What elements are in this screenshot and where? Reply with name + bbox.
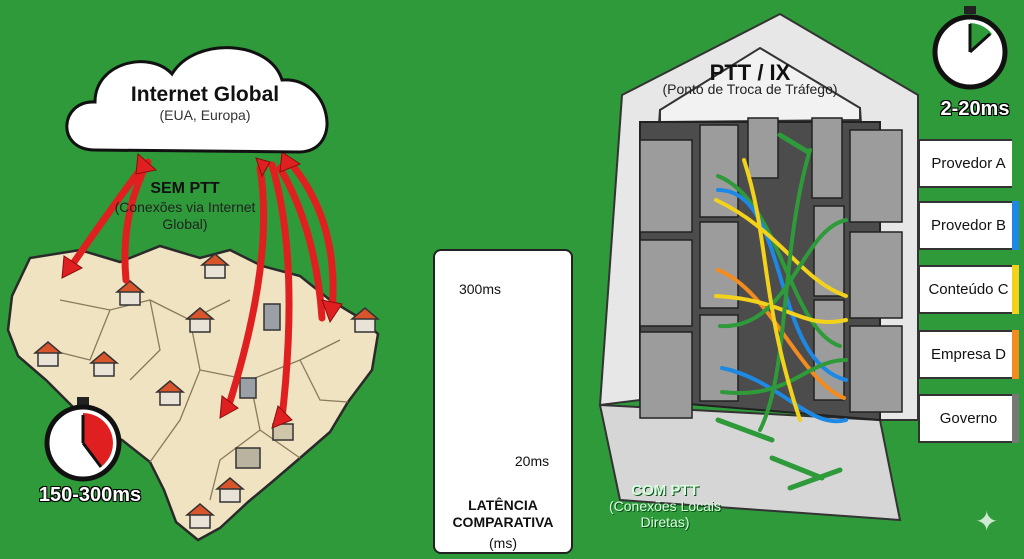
server-rack-icon	[849, 231, 903, 319]
latency-chart-unit: (ms)	[489, 535, 517, 551]
server-rack-icon	[639, 139, 693, 233]
participant-empresa-d: Empresa D	[918, 330, 1019, 379]
building-icon	[263, 303, 281, 331]
participant-swatch	[1012, 201, 1019, 250]
sem-ptt-title: SEM PTT	[150, 180, 220, 197]
house-icon	[184, 503, 216, 529]
sparkle-icon: ✦	[975, 506, 999, 537]
participant-conteudo-c: Conteúdo C	[918, 265, 1019, 314]
house-icon	[114, 280, 146, 306]
building-icon	[239, 377, 257, 399]
house-icons	[32, 253, 381, 529]
server-rack-icon	[811, 117, 843, 199]
participant-swatch	[1012, 139, 1019, 188]
participant-swatch	[1012, 330, 1019, 379]
local-link-arrows	[715, 132, 843, 491]
building-icon	[235, 447, 261, 469]
sem-ptt-subtitle: (Conexões via Internet Global)	[114, 199, 256, 232]
participant-provedor-b: Provedor B	[918, 201, 1019, 250]
house-icon	[199, 253, 231, 279]
house-icon	[214, 477, 246, 503]
participant-label: Provedor B	[930, 217, 1007, 234]
house-icon	[32, 341, 64, 367]
participant-governo: Governo	[918, 394, 1019, 443]
server-rack-icon	[849, 129, 903, 223]
interconnect-cables	[714, 148, 848, 432]
server-rack-icon	[747, 117, 779, 179]
participant-label: Provedor A	[931, 155, 1006, 172]
server-rack-icon	[699, 314, 739, 402]
participant-label: Governo	[939, 410, 998, 427]
participant-label: Conteúdo C	[928, 281, 1009, 298]
server-rack-icon	[639, 239, 693, 327]
bar-label-sem-ptt: 300ms	[458, 281, 502, 297]
house-icon	[88, 351, 120, 377]
house-icon	[154, 380, 186, 406]
internet-route-arrows	[66, 156, 337, 422]
server-rack-icon	[813, 299, 845, 401]
stopwatch-icon	[44, 397, 122, 482]
com-ptt-subtitle: (Conexões Locais Diretas)	[608, 498, 722, 530]
server-rack-icon	[639, 331, 693, 419]
ptt-subtitle: (Ponto de Troca de Tráfego)	[662, 81, 838, 97]
participant-provedor-a: Provedor A	[918, 139, 1019, 188]
arrowheads	[61, 151, 343, 429]
participant-label: Empresa D	[930, 346, 1007, 363]
ptt-title: PTT / IX	[709, 60, 791, 85]
house-icon	[184, 307, 216, 333]
cloud-title: Internet Global	[130, 83, 280, 106]
left-latency-label: 150-300ms	[38, 484, 142, 506]
latency-chart-title: LATÊNCIA COMPARATIVA	[452, 497, 554, 530]
participant-swatch	[1012, 394, 1019, 443]
server-rack-icon	[849, 325, 903, 413]
right-latency-label: 2-20ms	[940, 98, 1010, 120]
cloud-subtitle: (EUA, Europa)	[159, 107, 251, 123]
com-ptt-title: COM PTT	[631, 482, 699, 499]
stopwatch-icon	[932, 6, 1008, 90]
latency-chart-panel	[433, 249, 573, 554]
bar-label-com-ptt: 20ms	[514, 453, 550, 469]
server-rack-icons	[639, 117, 903, 419]
cloud-icon	[65, 46, 329, 154]
house-icon	[349, 307, 381, 333]
participant-swatch	[1012, 265, 1019, 314]
server-rack-icon	[699, 221, 739, 309]
